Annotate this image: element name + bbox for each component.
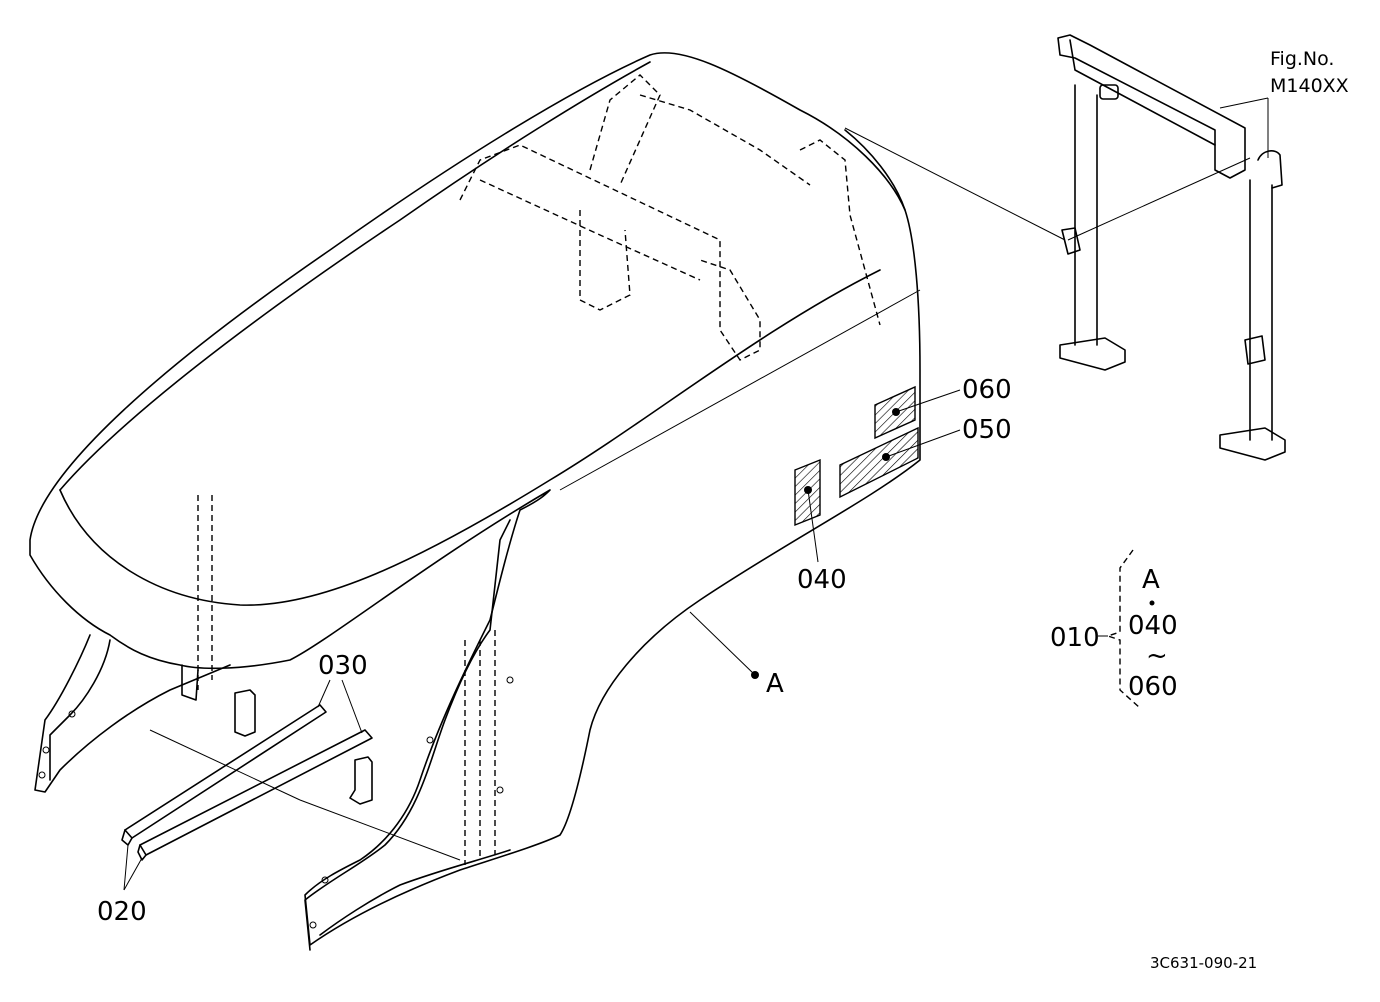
callout-030: 030 [318, 651, 368, 681]
callout-a: A [766, 669, 784, 699]
legend-to: 060 [1128, 672, 1178, 702]
legend-a: A [1142, 565, 1160, 595]
callout-010: 010 [1050, 623, 1100, 653]
rail-parts [121, 679, 461, 891]
callout-020: 020 [97, 897, 147, 927]
legend-from: 040 [1128, 611, 1178, 641]
hood-assembly [29, 51, 1066, 946]
fig-no-label: Fig.No. [1270, 48, 1334, 70]
left-fender-strip [34, 495, 231, 793]
support-stand [1057, 34, 1286, 461]
callout-060: 060 [962, 375, 1012, 405]
callout-040: 040 [797, 565, 847, 595]
right-fender-panel [304, 519, 514, 951]
fig-no-value: M140XX [1270, 75, 1349, 97]
text-labels: Fig.No. M140XX 060 050 040 A 030 020 010… [97, 48, 1349, 972]
legend-bracket [1098, 549, 1155, 709]
legend-tilde: ~ [1146, 641, 1168, 671]
decal-050 [839, 426, 919, 499]
drawing-code: 3C631-090-21 [1150, 954, 1257, 972]
decal-labels [689, 385, 961, 679]
callout-050: 050 [962, 415, 1012, 445]
